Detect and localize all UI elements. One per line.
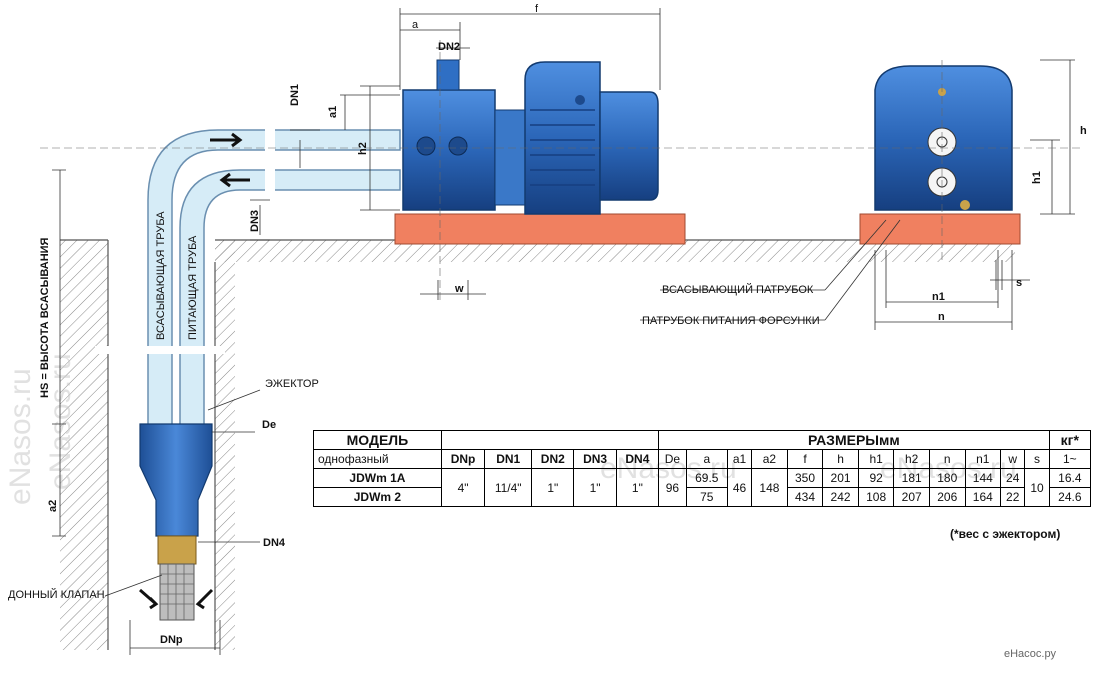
cell: 434	[786, 487, 824, 507]
col-header: h1	[857, 449, 895, 469]
pump-front-view	[874, 65, 1013, 211]
cell: 181	[893, 468, 930, 488]
label-n: n	[938, 311, 945, 323]
dimensions-table: МОДЕЛЬ РАЗМЕРЫмм кг* однофазный DNp DN1 …	[313, 430, 1092, 507]
col-header: DN4	[615, 449, 660, 469]
cell: 1"	[573, 468, 617, 507]
pump-base-side	[394, 213, 686, 245]
cell: 96	[658, 468, 687, 507]
cell: 16.4	[1048, 468, 1092, 488]
cell: 164	[964, 487, 1002, 507]
cell-model: JDWm 1A	[313, 468, 442, 488]
watermark: eNasos.ru	[44, 353, 77, 490]
label-foot-valve: ДОННЫЙ КЛАПАН	[8, 588, 105, 601]
label-suction-port: ВСАСЫВАЮЩИЙ ПАТРУБОК	[662, 283, 814, 296]
col-header: a2	[751, 449, 788, 469]
cell: 69.5	[685, 468, 728, 488]
label-supply-pipe: ПИТАЮЩАЯ ТРУБА	[187, 235, 199, 340]
label-a: a	[412, 19, 419, 31]
cell: 24	[1000, 468, 1026, 488]
cell: 4"	[440, 468, 486, 507]
label-h1: h1	[1031, 171, 1043, 184]
label-dn2: DN2	[438, 41, 460, 53]
cell: 75	[685, 487, 728, 507]
ejector	[139, 423, 214, 621]
pump-side-view	[402, 59, 659, 215]
cell: 350	[786, 468, 824, 488]
header-weight: кг*	[1048, 430, 1092, 450]
label-a2: a2	[47, 500, 59, 512]
label-de: De	[262, 419, 276, 431]
cell: 24.6	[1048, 487, 1092, 507]
cell: 10	[1024, 468, 1050, 507]
col-header: s	[1024, 449, 1050, 469]
label-suction-pipe: ВСАСЫВАЮЩАЯ ТРУБА	[155, 211, 167, 340]
label-dnp: DNp	[160, 634, 183, 646]
label-w: w	[454, 283, 464, 295]
cell: 148	[751, 468, 788, 507]
label-suction-height: HS = ВЫСОТА ВСАСЫВАНИЯ	[39, 237, 51, 398]
col-header: a1	[726, 449, 753, 469]
cell: 207	[893, 487, 930, 507]
weight-note: (*вес с эжектором)	[950, 527, 1061, 541]
pipes	[95, 122, 401, 471]
label-nozzle-port: ПАТРУБОК ПИТАНИЯ ФОРСУНКИ	[642, 315, 820, 327]
col-header: 1~	[1048, 449, 1092, 469]
table-row: МОДЕЛЬ РАЗМЕРЫмм кг*	[313, 430, 1092, 450]
cell: 22	[1000, 487, 1026, 507]
col-header: h2	[893, 449, 930, 469]
col-header: De	[658, 449, 687, 469]
label-f: f	[535, 3, 539, 15]
dimension-lines	[52, 8, 1075, 655]
watermark: eNasos.ru	[4, 368, 37, 505]
label-s: s	[1016, 277, 1022, 289]
cell: 206	[928, 487, 966, 507]
label-h2: h2	[357, 142, 369, 155]
col-header: DNp	[440, 449, 486, 469]
table-row: однофазный DNp DN1 DN2 DN3 DN4 De a a1 a…	[313, 449, 1092, 469]
col-header: DN2	[531, 449, 575, 469]
center-lines	[40, 40, 1080, 300]
cell: 144	[964, 468, 1002, 488]
cell: 1"	[531, 468, 575, 507]
col-header: n1	[964, 449, 1002, 469]
table-row: JDWm 2 75 434 242 108 207 206 164 22 24.…	[313, 487, 1092, 507]
cell: 242	[822, 487, 859, 507]
header-phase: однофазный	[313, 449, 442, 469]
cell-model: JDWm 2	[313, 487, 442, 507]
table-row: JDWm 1A 4" 11/4" 1" 1" 1" 96 69.5 46 148…	[313, 468, 1092, 507]
col-header: DN1	[484, 449, 533, 469]
label-a1: a1	[327, 106, 339, 118]
cell: 1"	[615, 468, 660, 507]
col-header: h	[822, 449, 859, 469]
cell: 108	[857, 487, 895, 507]
col-header: w	[1000, 449, 1026, 469]
label-n1: n1	[932, 291, 945, 303]
cell: 201	[822, 468, 859, 488]
col-header: DN3	[573, 449, 617, 469]
col-header: n	[928, 449, 966, 469]
brand-mark: eНасос.ру	[1004, 648, 1056, 660]
ground-hatch	[60, 239, 1015, 650]
label-dn4: DN4	[263, 537, 286, 549]
col-header: f	[786, 449, 824, 469]
header-sizes: РАЗМЕРЫмм	[658, 430, 1050, 450]
header-model: МОДЕЛЬ	[313, 430, 442, 450]
label-dn3: DN3	[249, 210, 261, 232]
cell: 46	[726, 468, 753, 507]
cell: 92	[857, 468, 895, 488]
label-dn1: DN1	[289, 84, 301, 106]
pump-base-front	[859, 213, 1021, 245]
cell: 180	[928, 468, 966, 488]
label-ejector: ЭЖЕКТОР	[265, 378, 319, 390]
cell: 11/4"	[484, 468, 533, 507]
col-header: a	[685, 449, 728, 469]
label-h: h	[1080, 125, 1087, 137]
